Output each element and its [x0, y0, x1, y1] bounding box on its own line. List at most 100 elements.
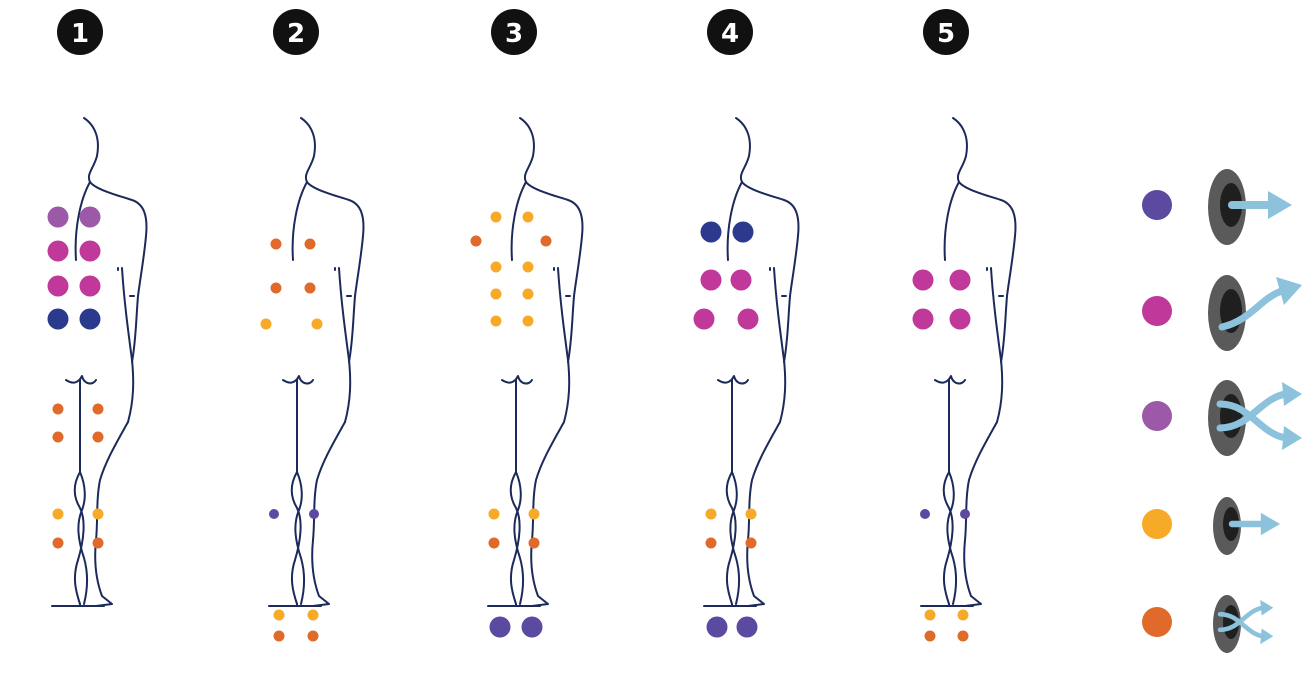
legend-color-dot	[1142, 401, 1172, 431]
electrode-dot-yellow	[522, 315, 534, 327]
step-number: 1	[71, 19, 89, 49]
electrode-dot-orange	[270, 238, 282, 250]
electrode-dot-orange	[92, 403, 104, 415]
panel-5-electrodes	[912, 269, 971, 642]
electrode-dot-orange	[488, 537, 500, 549]
electrode-dot-yellow	[522, 211, 534, 223]
electrode-dot-magenta	[693, 308, 715, 330]
electrode-dot-yellow	[522, 288, 534, 300]
electrode-dot-orange	[92, 537, 104, 549]
legend-color-dot	[1142, 190, 1172, 220]
human-body-outline	[51, 117, 148, 607]
electrode-dot-yellow	[311, 318, 323, 330]
electrode-dot-yellow	[273, 609, 285, 621]
electrode-dot-orange	[92, 431, 104, 443]
electrode-dot-navy	[700, 221, 722, 243]
electrode-dot-magenta	[730, 269, 752, 291]
legend-row	[1142, 380, 1302, 456]
electrode-dot-magenta	[700, 269, 722, 291]
electrode-dot-magenta	[949, 308, 971, 330]
electrode-dot-navy	[79, 308, 101, 330]
electrode-dot-violet	[269, 509, 279, 519]
electrode-dot-violet	[309, 509, 319, 519]
electrode-dot-violet	[521, 616, 543, 638]
electrode-dot-yellow	[488, 508, 500, 520]
legend-color-dot	[1142, 607, 1172, 637]
crossing-arrows-icon	[1216, 382, 1302, 450]
step-number-badge: 2	[273, 9, 319, 55]
step-number-badge: 1	[57, 9, 103, 55]
electrode-dot-violet	[920, 509, 930, 519]
step-number: 3	[505, 19, 523, 49]
electrode-dot-yellow	[490, 261, 502, 273]
electrode-dot-yellow	[745, 508, 757, 520]
human-body-outline	[487, 117, 584, 607]
electrode-dot-orange	[52, 431, 64, 443]
electrode-dot-magenta	[47, 240, 69, 262]
legend-row	[1142, 595, 1274, 653]
panel-2-electrodes	[260, 238, 323, 642]
electrode-dot-yellow	[307, 609, 319, 621]
human-body-outline	[920, 117, 1017, 607]
electrode-dot-orange	[52, 537, 64, 549]
electrode-dot-yellow	[924, 609, 936, 621]
electrode-dot-orange	[470, 235, 482, 247]
electrode-dot-orange	[924, 630, 936, 642]
step-number-badge: 5	[923, 9, 969, 55]
electrode-dot-violet	[960, 509, 970, 519]
legend-row	[1142, 497, 1280, 555]
electrode-dot-orange	[307, 630, 319, 642]
step-number: 5	[937, 19, 955, 49]
legend-row	[1142, 169, 1292, 245]
panel-4-electrodes	[693, 221, 759, 638]
legend-color-dot	[1142, 509, 1172, 539]
electrode-dot-yellow	[490, 288, 502, 300]
electrode-dot-yellow	[957, 609, 969, 621]
electrode-dot-orange	[304, 282, 316, 294]
electrode-dot-orange	[957, 630, 969, 642]
badge-circle	[707, 9, 753, 55]
electrode-dot-light-purple	[47, 206, 69, 228]
panel-3-electrodes	[470, 211, 552, 638]
electrode-dot-orange	[705, 537, 717, 549]
step-number-badge: 4	[707, 9, 753, 55]
electrode-dot-magenta	[737, 308, 759, 330]
electrode-dot-yellow	[490, 315, 502, 327]
legend-row	[1142, 275, 1302, 351]
human-body-outline	[703, 117, 800, 607]
curved-arrow-icon	[1218, 277, 1302, 331]
electrode-dot-yellow	[528, 508, 540, 520]
electrode-dot-orange	[540, 235, 552, 247]
electrode-dot-yellow	[52, 508, 64, 520]
legend-color-dot	[1142, 296, 1172, 326]
electrode-dot-magenta	[47, 275, 69, 297]
step-number: 2	[287, 19, 305, 49]
electrode-dot-light-purple	[79, 206, 101, 228]
electrode-dot-orange	[270, 282, 282, 294]
electrode-dot-navy	[47, 308, 69, 330]
badge-circle	[923, 9, 969, 55]
crossing-arrows-icon	[1217, 599, 1274, 645]
electrode-dot-magenta	[912, 269, 934, 291]
electrode-dot-magenta	[79, 275, 101, 297]
electrode-dot-magenta	[79, 240, 101, 262]
electrode-dot-orange	[745, 537, 757, 549]
legend	[1142, 169, 1302, 653]
electrode-dot-orange	[304, 238, 316, 250]
electrode-dot-yellow	[522, 261, 534, 273]
badge-circle	[273, 9, 319, 55]
electrode-dot-yellow	[260, 318, 272, 330]
badge-circle	[491, 9, 537, 55]
electrode-dot-navy	[732, 221, 754, 243]
electrode-dot-yellow	[705, 508, 717, 520]
panel-1-electrodes	[47, 206, 104, 549]
electrode-dot-orange	[528, 537, 540, 549]
badge-circle	[57, 9, 103, 55]
step-number: 4	[721, 19, 739, 49]
electrode-dot-magenta	[949, 269, 971, 291]
electrode-dot-orange	[273, 630, 285, 642]
electrode-dot-violet	[706, 616, 728, 638]
electrode-dot-yellow	[92, 508, 104, 520]
electrode-dot-orange	[52, 403, 64, 415]
